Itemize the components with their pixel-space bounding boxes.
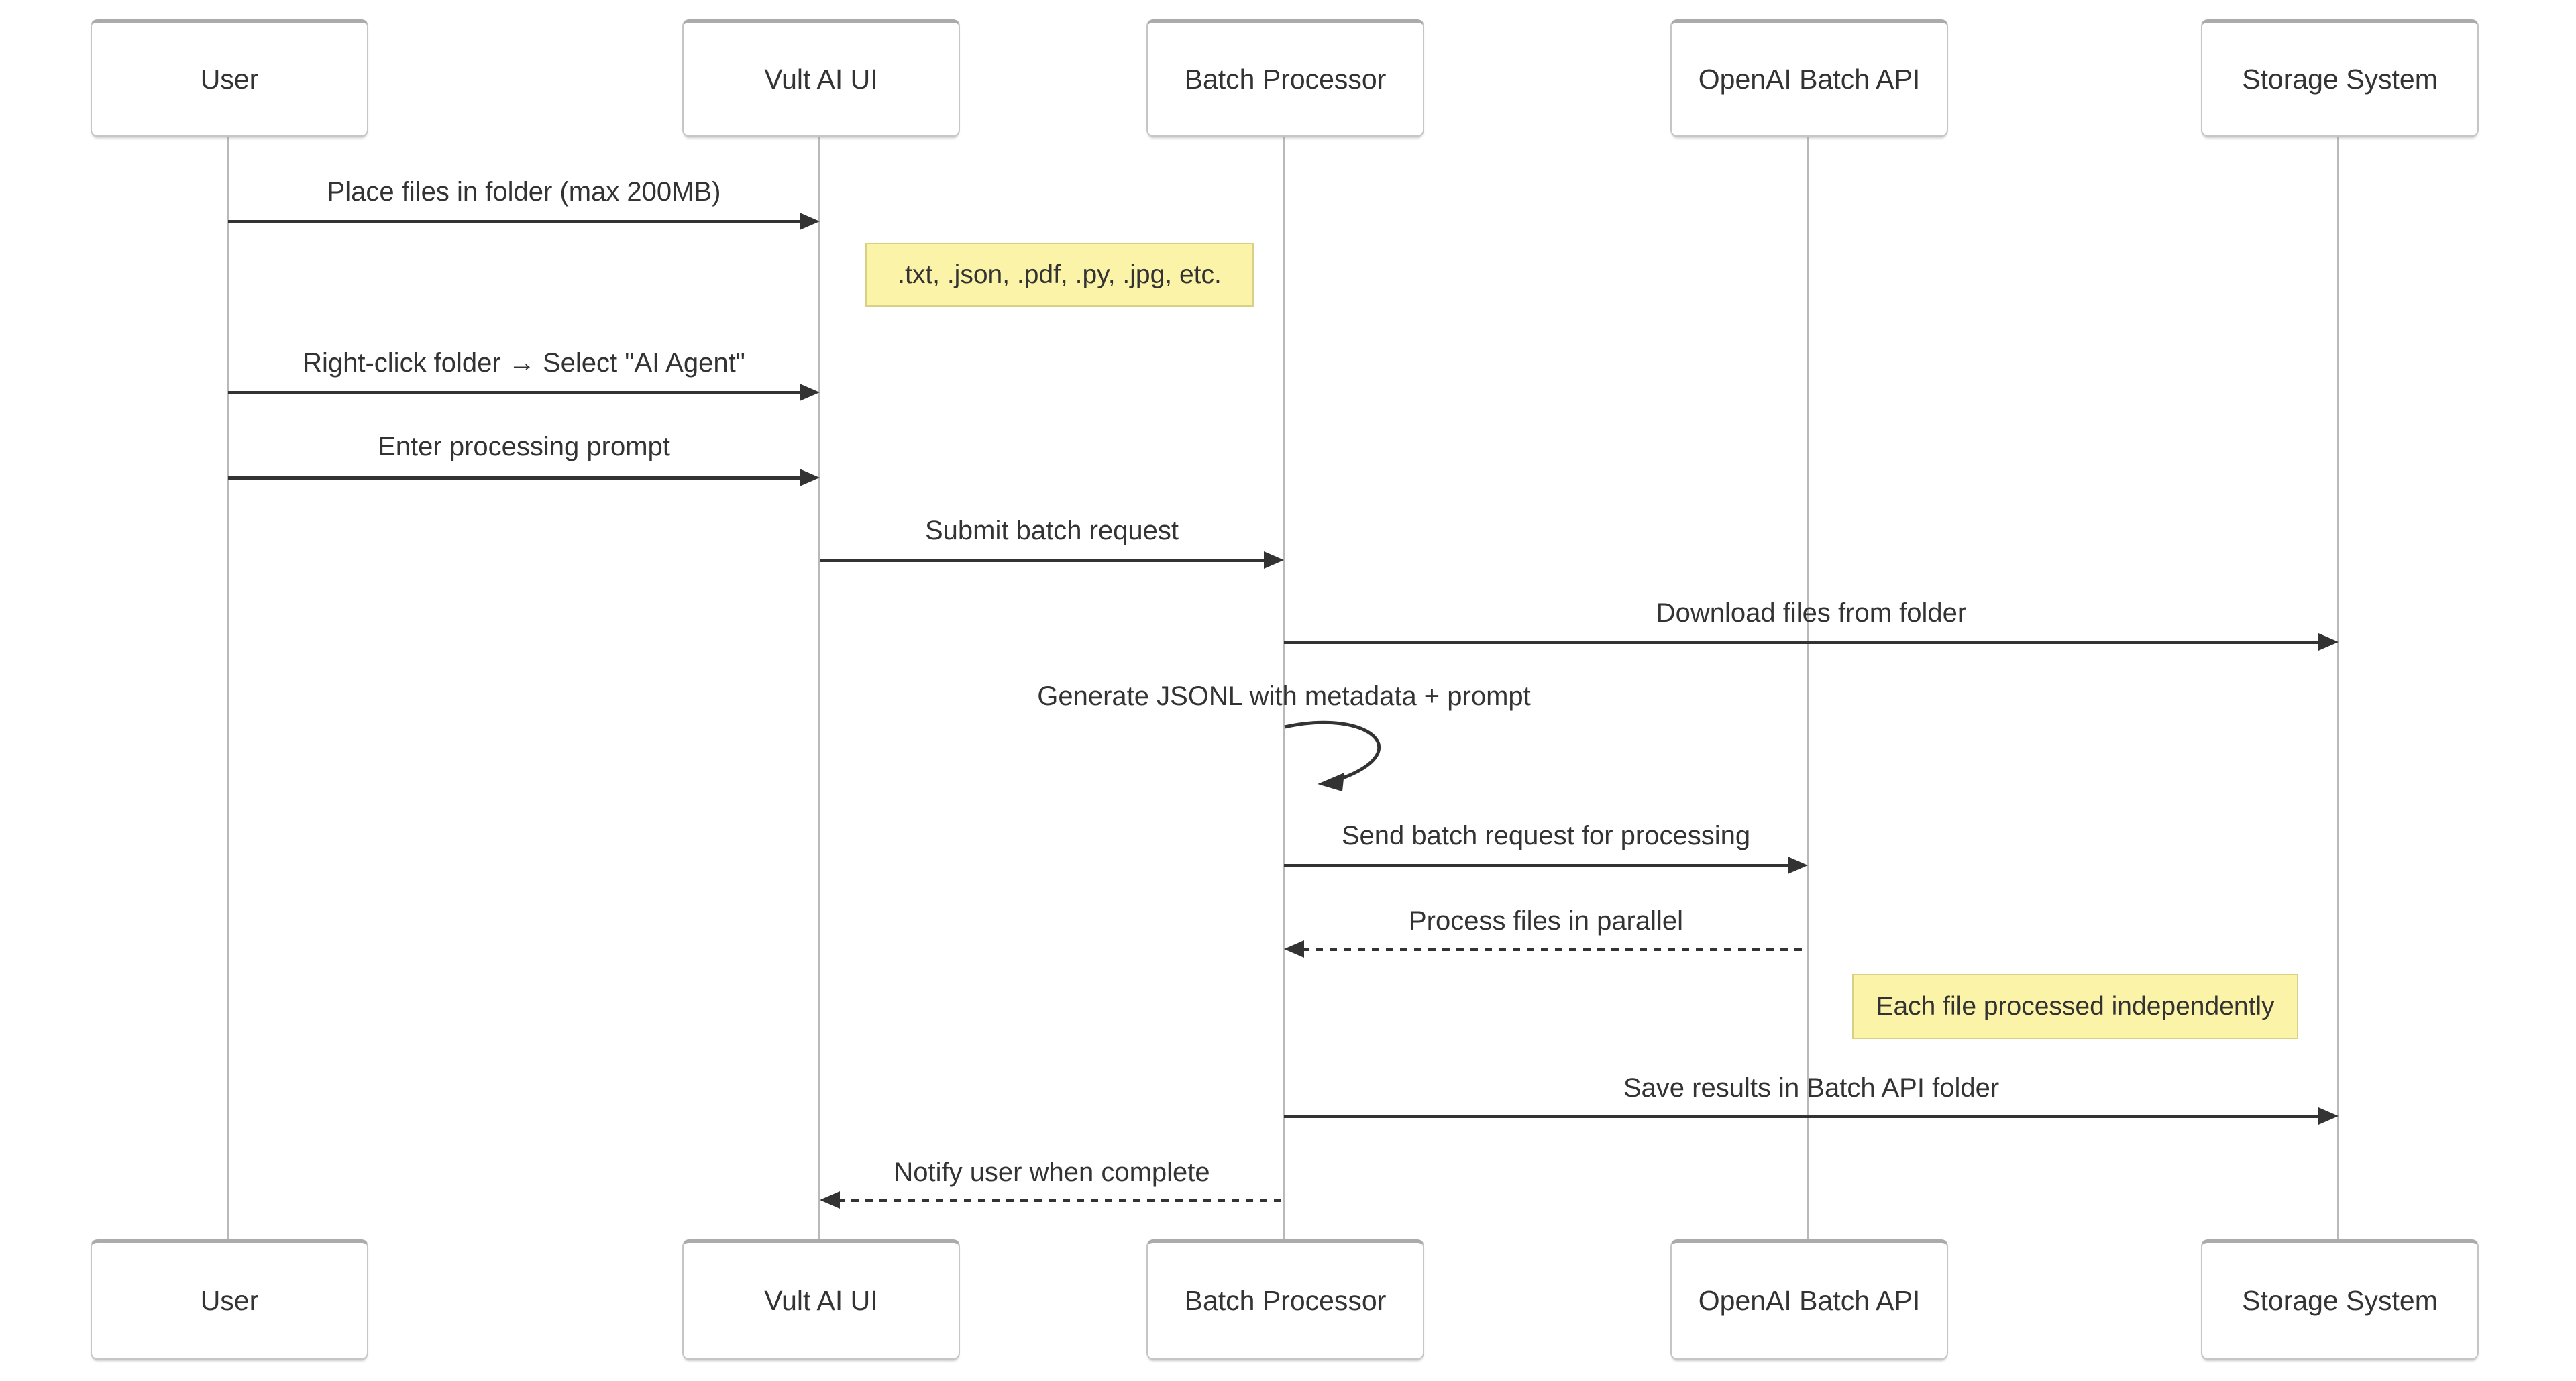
message-label: Generate JSONL with metadata + prompt: [1037, 681, 1531, 711]
arrowhead-right-icon: [800, 213, 820, 230]
arrowhead-right-icon: [1788, 857, 1808, 874]
arrowhead-right-icon: [1264, 551, 1284, 569]
arrowhead-right-icon: [800, 384, 820, 401]
self-loop-arrow-icon: [1284, 720, 1381, 791]
message-arrow-line: [820, 559, 1267, 562]
message-label: Right-click folder → Select "AI Agent": [303, 348, 745, 378]
message-label: Send batch request for processing: [1341, 821, 1751, 850]
actor-label: Storage System: [2242, 63, 2438, 95]
lifeline-vult-ai-ui: [818, 132, 820, 1239]
actor-bottom-batch-processor: Batch Processor: [1146, 1239, 1424, 1360]
lifeline-user: [227, 132, 229, 1239]
arrowhead-right-icon: [800, 469, 820, 486]
message-arrow-line: [1284, 641, 2321, 644]
actor-bottom-openai-batch-api: OpenAI Batch API: [1670, 1239, 1948, 1360]
message-label: Download files from folder: [1656, 598, 1967, 628]
message-label: Save results in Batch API folder: [1623, 1073, 2000, 1103]
message-dashed-line: [837, 1199, 1284, 1202]
actor-top-batch-processor: Batch Processor: [1146, 19, 1424, 137]
lifeline-batch-processor: [1283, 132, 1285, 1239]
message-arrow-line: [1284, 864, 1790, 867]
actor-top-openai-batch-api: OpenAI Batch API: [1670, 19, 1948, 137]
actor-bottom-storage-system: Storage System: [2201, 1239, 2479, 1360]
actor-top-user: User: [91, 19, 368, 137]
arrowhead-left-icon: [1284, 940, 1304, 958]
lifeline-storage-system: [2337, 132, 2339, 1239]
message-arrow-line: [228, 391, 802, 394]
actor-top-vult-ai-ui: Vult AI UI: [682, 19, 960, 137]
actor-label: Storage System: [2242, 1284, 2438, 1316]
message-label: Submit batch request: [925, 516, 1179, 545]
actor-label: Batch Processor: [1184, 1284, 1387, 1316]
message-label: Place files in folder (max 200MB): [327, 177, 721, 207]
actor-label: OpenAI Batch API: [1698, 1284, 1921, 1316]
actor-top-storage-system: Storage System: [2201, 19, 2479, 137]
actor-label: User: [200, 63, 259, 95]
arrowhead-left-icon: [820, 1191, 840, 1209]
actor-label: Batch Processor: [1184, 63, 1387, 95]
message-label: Process files in parallel: [1408, 906, 1684, 936]
arrowhead-right-icon: [2318, 1107, 2339, 1125]
actor-bottom-vult-ai-ui: Vult AI UI: [682, 1239, 960, 1360]
message-arrow-line: [228, 220, 802, 223]
message-label: Enter processing prompt: [378, 432, 670, 461]
actor-label: Vult AI UI: [764, 63, 878, 95]
note-text: Each file processed independently: [1876, 991, 2275, 1021]
message-arrow-line: [228, 476, 802, 480]
lifeline-openai-batch-api: [1807, 132, 1809, 1239]
message-arrow-line: [1284, 1115, 2321, 1118]
message-dashed-line: [1301, 948, 1808, 951]
arrowhead-right-icon: [2318, 633, 2339, 651]
actor-label: User: [200, 1284, 259, 1316]
note: .txt, .json, .pdf, .py, .jpg, etc.: [865, 243, 1254, 307]
actor-bottom-user: User: [91, 1239, 368, 1360]
actor-label: OpenAI Batch API: [1698, 63, 1921, 95]
actor-label: Vult AI UI: [764, 1284, 878, 1316]
note-text: .txt, .json, .pdf, .py, .jpg, etc.: [898, 260, 1222, 289]
note: Each file processed independently: [1852, 974, 2298, 1039]
message-label: Notify user when complete: [894, 1158, 1210, 1187]
